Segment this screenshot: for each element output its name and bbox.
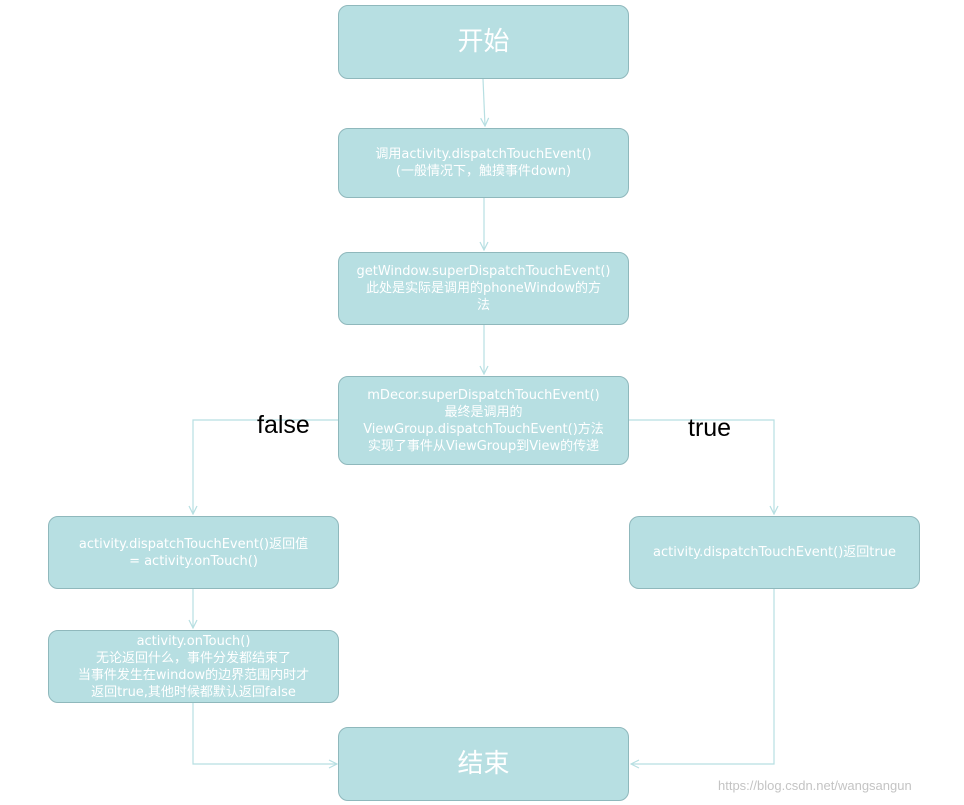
arrow-mdecor-false-branch [193, 419, 339, 514]
start-node: 开始 [338, 5, 629, 79]
false-branch-label: false [257, 411, 310, 439]
node-text-line: getWindow.superDispatchTouchEvent() [356, 264, 611, 279]
node-text-line: 无论返回什么，事件分发都结束了 [95, 650, 291, 666]
node-text-line: 调用activity.dispatchTouchEvent() [375, 147, 592, 162]
node-text-line: 开始 [457, 27, 510, 57]
arrow-mdecor-true-branch [629, 419, 774, 514]
node-text-line: = activity.onTouch() [129, 553, 258, 569]
node-text-line: activity.dispatchTouchEvent()返回值 [78, 536, 309, 552]
true-branch-label: true [688, 414, 732, 442]
ontouch-node: activity.onTouch()无论返回什么，事件分发都结束了当事件发生在w… [48, 630, 339, 703]
node-text-line: (一般情况下，触摸事件down) [395, 164, 572, 179]
node-text-line: activity.dispatchTouchEvent()返回true [653, 545, 896, 560]
end-node: 结束 [338, 727, 629, 801]
arrow-start-to-call [483, 78, 485, 126]
node-text-line: 实现了事件从ViewGroup到View的传递 [367, 438, 600, 454]
node-text-line: mDecor.superDispatchTouchEvent() [367, 387, 600, 403]
node-text-line: 法 [476, 298, 490, 313]
arrow-ontouch-to-end [192, 703, 337, 764]
node-text-line: 返回true,其他时候都默认返回false [91, 684, 296, 700]
node-text-line: 结束 [457, 749, 510, 779]
get-window-node: getWindow.superDispatchTouchEvent() 此处是实际… [338, 252, 629, 325]
call-dispatch-node: 调用activity.dispatchTouchEvent() (一般情况下，触摸… [338, 128, 629, 198]
node-text-line: 最终是调用的 [444, 404, 523, 420]
node-text-line: 当事件发生在window的边界范围内时才 [77, 667, 310, 683]
return-true-node: activity.dispatchTouchEvent()返回true [629, 516, 920, 589]
return-ontouch-node: activity.dispatchTouchEvent()返回值= activi… [48, 516, 339, 589]
watermark: https://blog.csdn.net/wangsangun [718, 778, 912, 793]
node-text-line: 此处是实际是调用的phoneWindow的方 [366, 281, 601, 296]
node-text-line: ViewGroup.dispatchTouchEvent()方法 [363, 421, 604, 437]
node-text-line: activity.onTouch() [136, 633, 251, 649]
arrow-true-to-end [631, 589, 775, 764]
